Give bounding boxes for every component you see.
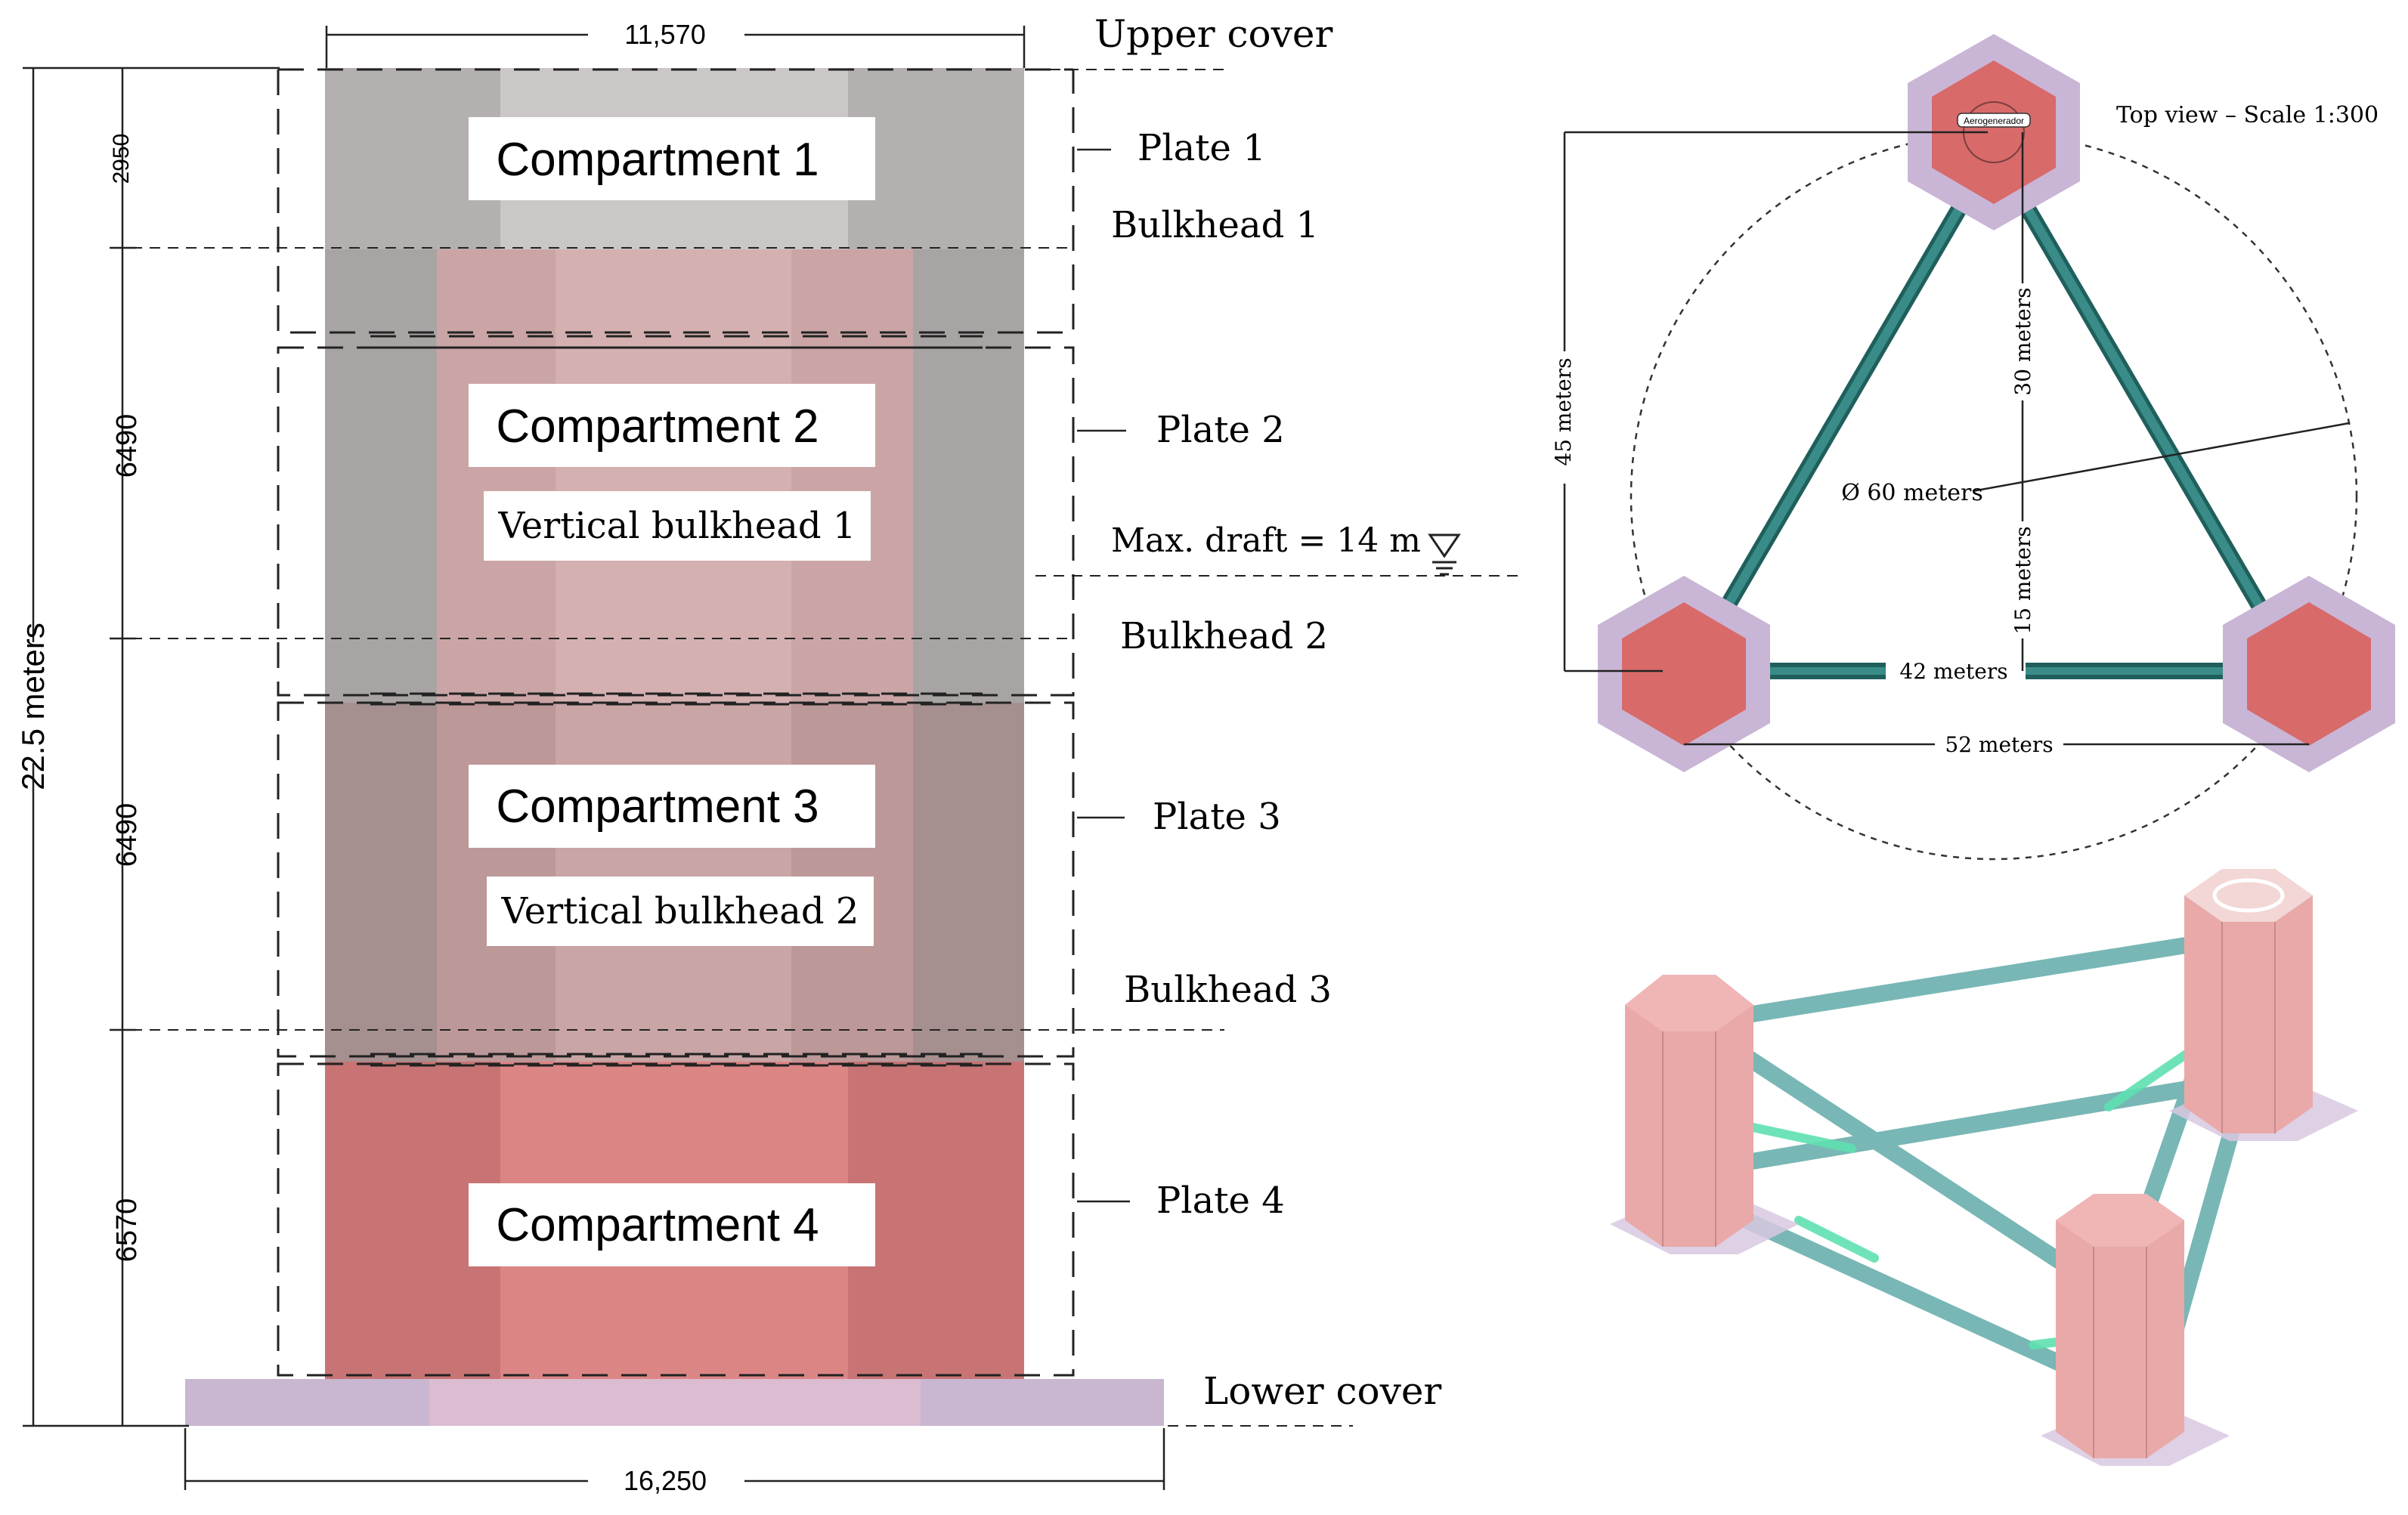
outline-compartment-3 (277, 701, 1075, 1058)
iso-column-front-edges (2093, 1247, 2147, 1458)
total-height-value: 22.5 meters (15, 623, 51, 790)
bulkhead-1-label: Bulkhead 1 (1111, 204, 1319, 246)
outline-compartment-1 (277, 70, 1075, 334)
dim-45m-label: 45 meters (1551, 357, 1576, 465)
compartment-3-label-box (469, 765, 875, 848)
dim-45m (1563, 131, 1988, 672)
iso-column-right-edges (2221, 922, 2276, 1133)
upper-cover-label: Upper cover (1094, 12, 1332, 56)
bulkhead-3-label: Bulkhead 3 (1124, 969, 1332, 1011)
top-width-dimension (325, 26, 1026, 68)
dim-30m-label: 30 meters (2010, 287, 2035, 395)
segment-height-dimension (110, 68, 136, 1426)
vertical-bulkhead-2-label: Vertical bulkhead 2 (501, 890, 859, 932)
iso-column-front-body (2056, 1194, 2184, 1458)
height-3-value: 6490 (111, 803, 143, 867)
dim-15m-label: 15 meters (2010, 526, 2035, 634)
plate-4-label: Plate 4 (1156, 1180, 1285, 1222)
lower-cover-label: Lower cover (1203, 1369, 1441, 1413)
dim-diameter-leader (1972, 422, 2350, 493)
column-left-inner (1622, 602, 1746, 746)
plate-3-label: Plate 3 (1153, 796, 1281, 838)
compartment-2-label-box (469, 384, 875, 467)
column-top-inner (1932, 60, 2056, 204)
diameter-label: Ø 60 meters (1841, 480, 1983, 506)
iso-column-front-top (2056, 1194, 2184, 1247)
water-level-lines (1432, 561, 1456, 576)
height-4-value: 6570 (111, 1198, 143, 1263)
vertical-bulkhead-1-label: Vertical bulkhead 1 (498, 505, 856, 547)
iso-column-left-edges (1662, 1031, 1716, 1247)
compartment-2-side-right (913, 249, 1024, 703)
column-section: Compartment 1 Compartment 2 Vertical bul… (15, 12, 1519, 1496)
bottom-width-dimension (184, 1428, 1165, 1490)
compartment-3-label: Compartment 3 (496, 781, 819, 833)
column-right-inner (2247, 602, 2371, 746)
top-view-title: Top view – Scale 1:300 (2116, 102, 2379, 128)
bottom-width-value: 16,250 (624, 1465, 707, 1496)
outline-compartment-4 (277, 1062, 1075, 1377)
brace-right-inner (1998, 163, 2298, 668)
vertical-bulkhead-2-box (487, 877, 874, 946)
iso-column-left-body (1625, 975, 1753, 1247)
compartment-2-label: Compartment 2 (496, 400, 819, 453)
turbine-label-box (1957, 113, 2031, 128)
plate-1-label: Plate 1 (1137, 127, 1266, 169)
compartment-1-label: Compartment 1 (496, 134, 819, 186)
compartment-2-center (556, 249, 791, 703)
compartment-4-shade-right (848, 1062, 1024, 1379)
iso-column-right-top (2184, 869, 2313, 922)
dim-52m-label: 52 meters (1945, 732, 2053, 757)
compartment-4-label-box (469, 1183, 875, 1266)
vertical-bulkhead-1-box (484, 491, 871, 561)
total-height-dimension (23, 66, 280, 1427)
brace-left-inner (1688, 163, 1989, 668)
compartment-3-side-right (913, 703, 1024, 1062)
turbine-label: Aerogenerador (1964, 116, 2024, 126)
height-1-value: 2950 (109, 134, 134, 184)
top-view: Aerogenerador Top view – Scale 1:300 45 … (1551, 34, 2395, 861)
compartment-1-label-box (469, 117, 875, 200)
bulkhead-2-label: Bulkhead 2 (1120, 615, 1328, 657)
compartment-2-side-left (325, 249, 437, 703)
water-level-icon (1428, 533, 1461, 558)
compartment-3-side-left (325, 703, 437, 1062)
iso-column-right-body (2184, 869, 2313, 1133)
plate-2-label: Plate 2 (1156, 409, 1285, 451)
height-2-value: 6490 (111, 414, 143, 478)
isometric-render (1610, 869, 2358, 1466)
iso-column-right-ring (2212, 878, 2285, 913)
dim-42m-label: 42 meters (1899, 659, 2007, 684)
lower-cover-plate-center (429, 1379, 921, 1426)
compartment-4-label: Compartment 4 (496, 1199, 819, 1251)
top-width-value: 11,570 (624, 19, 705, 50)
iso-column-left-top (1625, 975, 1753, 1031)
max-draft-label: Max. draft = 14 m (1111, 521, 1421, 560)
